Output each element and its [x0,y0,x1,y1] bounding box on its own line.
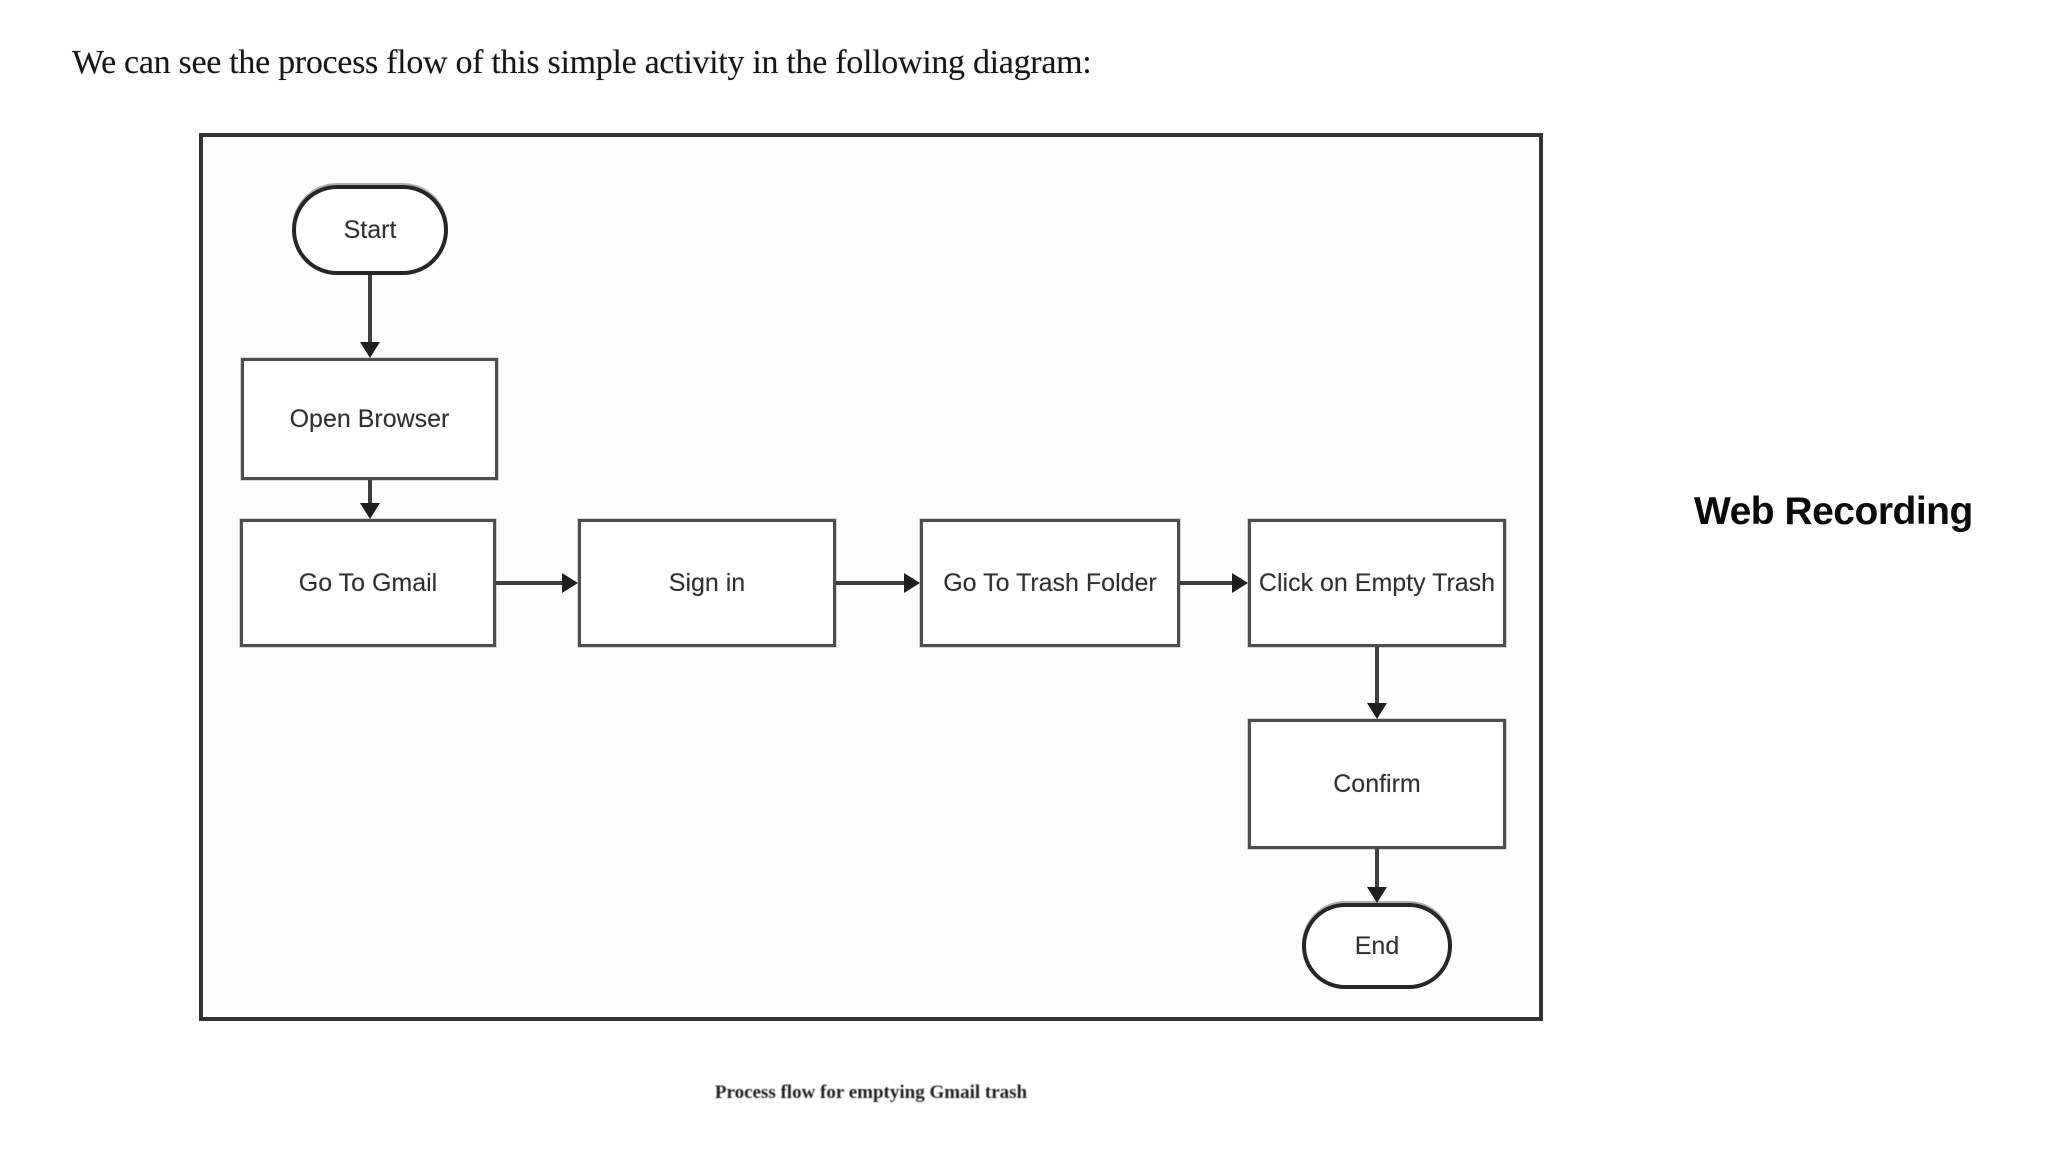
flowchart-node-confirm: Confirm [1248,719,1506,849]
flowchart-node-go-to-trash-folder: Go To Trash Folder [920,519,1180,647]
arrow-right-icon [1232,573,1248,593]
arrow-down-icon [1367,887,1387,903]
arrow-down-icon [360,503,380,519]
flowchart-node-start: Start [292,185,448,275]
edge-click-on-empty-trash-to-confirm-line [1375,647,1379,705]
figure-caption: Process flow for emptying Gmail trash [714,1082,1028,1103]
edge-sign-in-to-go-to-trash-folder-line [836,581,906,585]
edge-go-to-gmail-to-sign-in-line [496,581,564,585]
arrow-right-icon [562,573,578,593]
flowchart-node-open-browser: Open Browser [241,358,498,480]
flowchart-node-go-to-gmail: Go To Gmail [240,519,496,647]
edge-go-to-trash-folder-to-click-on-empty-trash-line [1180,581,1234,585]
section-heading-web-recording: Web Recording [1694,490,1973,533]
flowchart-node-click-on-empty-trash: Click on Empty Trash [1248,519,1506,647]
arrow-down-icon [360,342,380,358]
edge-open-browser-to-go-to-gmail-line [368,480,372,506]
arrow-right-icon [904,573,920,593]
flowchart-node-sign-in: Sign in [578,519,836,647]
arrow-down-icon [1367,703,1387,719]
flowchart-node-end: End [1302,903,1452,989]
edge-confirm-to-end-line [1375,849,1379,890]
intro-sentence: We can see the process flow of this simp… [72,44,1092,81]
edge-start-to-open-browser-line [368,275,372,345]
